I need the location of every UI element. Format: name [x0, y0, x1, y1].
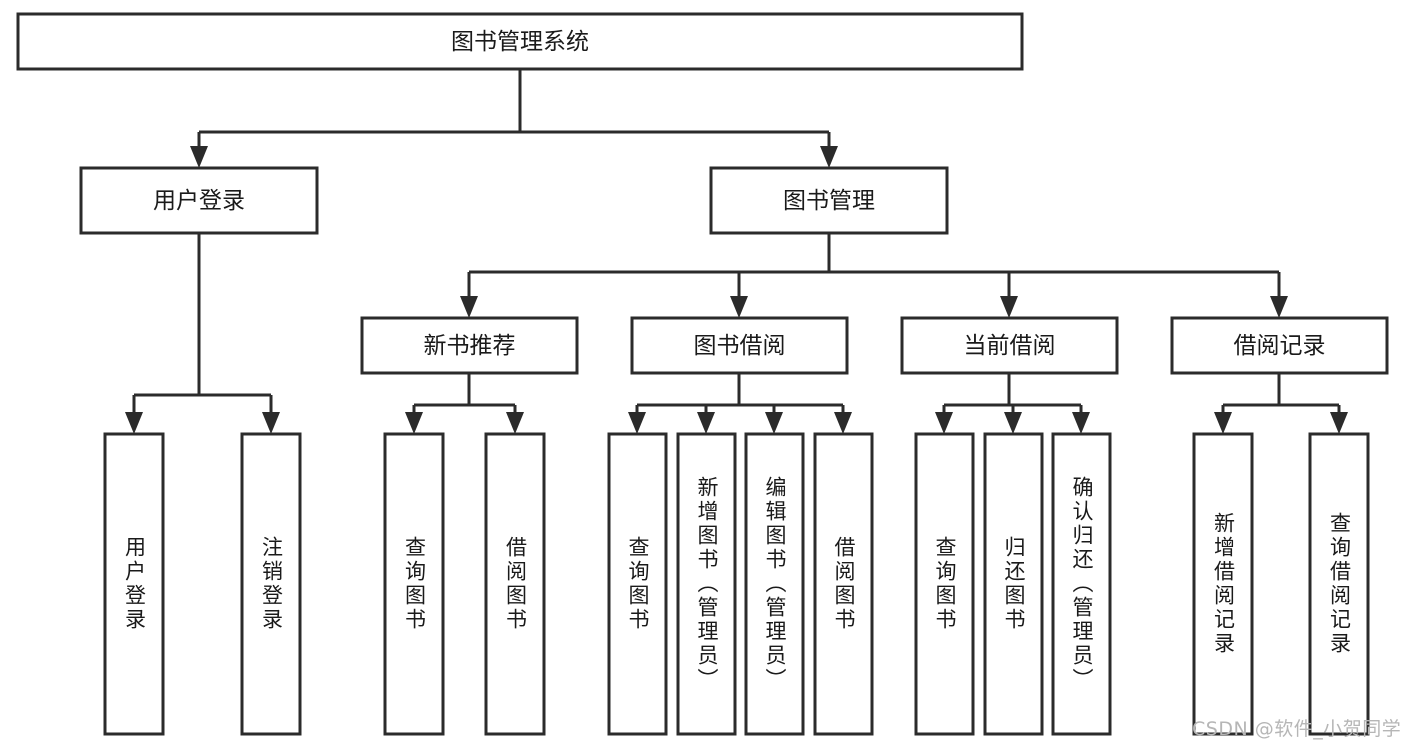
node-leaf-7[interactable]	[813, 432, 874, 736]
arrow-head-icon	[1072, 412, 1090, 434]
node-level2-0-label: 用户登录	[153, 188, 245, 214]
arrow-head-icon	[405, 412, 423, 434]
watermark-text: CSDN @软件_小贺同学	[1192, 718, 1402, 740]
arrow-head-icon	[730, 296, 748, 318]
node-leaf-12-rect[interactable]	[1308, 432, 1370, 736]
connector-group-2	[467, 233, 1281, 298]
connector-group-4	[635, 373, 845, 414]
node-level3-0[interactable]: 新书推荐	[360, 316, 579, 375]
connector-group-1	[132, 233, 273, 414]
arrow-head-icon	[506, 412, 524, 434]
arrow-head-icon	[765, 412, 783, 434]
node-leaf-4[interactable]	[607, 432, 668, 736]
arrow-head-icon	[460, 296, 478, 318]
node-level2-0[interactable]: 用户登录	[79, 166, 319, 235]
node-leaf-1-rect[interactable]	[240, 432, 302, 736]
node-leaf-11[interactable]	[1192, 432, 1254, 736]
node-leaf-2-rect[interactable]	[383, 432, 445, 736]
arrow-head-icon	[834, 412, 852, 434]
node-leaf-0-rect[interactable]	[103, 432, 165, 736]
node-leaf-6[interactable]	[744, 432, 805, 736]
node-level3-1-label: 图书借阅	[694, 333, 786, 359]
connector-group-0	[197, 69, 831, 148]
node-level3-2-label: 当前借阅	[964, 333, 1056, 359]
node-root-label: 图书管理系统	[451, 29, 589, 55]
node-level3-1[interactable]: 图书借阅	[630, 316, 849, 375]
node-leaf-10[interactable]	[1051, 432, 1112, 736]
node-leaf-2[interactable]	[383, 432, 445, 736]
connector-group-3	[412, 373, 517, 414]
node-leaf-3-rect[interactable]	[484, 432, 546, 736]
arrow-head-icon	[1000, 296, 1018, 318]
node-leaf-8-rect[interactable]	[914, 432, 975, 736]
arrow-head-icon	[697, 412, 715, 434]
node-leaf-3[interactable]	[484, 432, 546, 736]
node-level3-1-rect[interactable]	[630, 316, 849, 375]
node-leaf-8[interactable]	[914, 432, 975, 736]
node-root-rect[interactable]	[16, 12, 1024, 71]
connector-group-6	[1221, 373, 1341, 414]
arrow-head-icon	[935, 412, 953, 434]
node-leaf-9[interactable]	[983, 432, 1044, 736]
node-root[interactable]: 图书管理系统	[16, 12, 1024, 71]
node-level2-0-rect[interactable]	[79, 166, 319, 235]
arrow-head-icon	[262, 412, 280, 434]
arrow-head-icon	[1004, 412, 1022, 434]
connectors-layer	[125, 69, 1348, 434]
node-level3-0-label: 新书推荐	[424, 333, 516, 359]
arrow-head-icon	[1214, 412, 1232, 434]
node-leaf-4-rect[interactable]	[607, 432, 668, 736]
node-leaf-12[interactable]	[1308, 432, 1370, 736]
node-leaf-9-rect[interactable]	[983, 432, 1044, 736]
node-level3-0-rect[interactable]	[360, 316, 579, 375]
node-level3-2[interactable]: 当前借阅	[900, 316, 1119, 375]
node-leaf-5[interactable]	[676, 432, 737, 736]
node-level2-1-rect[interactable]	[709, 166, 949, 235]
node-leaf-10-rect[interactable]	[1051, 432, 1112, 736]
arrow-head-icon	[125, 412, 143, 434]
node-leaf-7-rect[interactable]	[813, 432, 874, 736]
arrow-head-icon	[1270, 296, 1288, 318]
node-level3-3-rect[interactable]	[1170, 316, 1389, 375]
node-level3-3[interactable]: 借阅记录	[1170, 316, 1389, 375]
node-level3-2-rect[interactable]	[900, 316, 1119, 375]
arrow-head-icon	[1330, 412, 1348, 434]
node-leaf-6-rect[interactable]	[744, 432, 805, 736]
arrow-head-icon	[820, 146, 838, 168]
node-leaf-0[interactable]	[103, 432, 165, 736]
arrow-head-icon	[628, 412, 646, 434]
node-level2-1-label: 图书管理	[783, 188, 875, 214]
node-level3-3-label: 借阅记录	[1234, 333, 1326, 359]
node-leaf-11-rect[interactable]	[1192, 432, 1254, 736]
node-leaf-5-rect[interactable]	[676, 432, 737, 736]
node-level2-1[interactable]: 图书管理	[709, 166, 949, 235]
arrow-head-icon	[190, 146, 208, 168]
connector-group-5	[942, 373, 1083, 414]
node-leaf-1[interactable]	[240, 432, 302, 736]
